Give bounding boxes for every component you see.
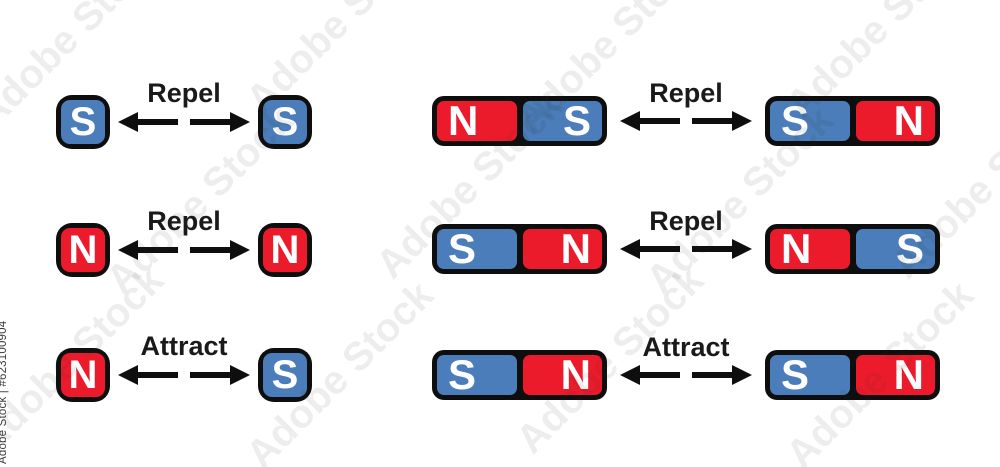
interaction-area: Repel — [607, 80, 765, 146]
magnet-face: S — [263, 100, 307, 144]
pole-letter: N — [893, 97, 924, 144]
interaction-area: Attract — [607, 334, 765, 400]
interaction-label: Repel — [147, 206, 221, 236]
pole-letter: N — [893, 351, 924, 398]
force-arrows — [620, 238, 752, 260]
magnet-face: N — [263, 228, 307, 272]
row-bars-repel-1: N S Repel S N — [432, 80, 940, 146]
force-arrows — [118, 111, 250, 133]
arrow-right-icon — [190, 365, 250, 385]
interaction-area: Repel — [110, 208, 258, 277]
square-magnet: S — [258, 348, 312, 402]
square-magnet: N — [258, 223, 312, 277]
pole-letter: N — [560, 225, 591, 272]
magnet-pole-half: S — [437, 351, 517, 398]
magnet-pole-half: S — [522, 97, 602, 144]
bar-magnet: S N — [765, 350, 940, 400]
magnet-pole-half: N — [855, 351, 935, 398]
magnet-pole-half: N — [770, 225, 850, 272]
square-magnet: N — [56, 223, 110, 277]
pole-letter: S — [562, 97, 591, 144]
arrow-right-icon — [692, 239, 752, 259]
magnet-pole-half: S — [770, 97, 850, 144]
pole-letter: S — [448, 351, 477, 398]
magnet-pole-half: N — [522, 225, 602, 272]
force-arrows — [118, 364, 250, 386]
magnet-face: N — [61, 228, 105, 272]
bar-magnet: S N — [432, 224, 607, 274]
magnet-face: S — [263, 353, 307, 397]
arrow-left-icon — [620, 365, 680, 385]
pole-letter: S — [271, 353, 299, 397]
interaction-label: Repel — [147, 78, 221, 108]
pole-letter: S — [895, 225, 924, 272]
square-magnet: N — [56, 348, 110, 402]
bar-magnet: N S — [432, 96, 607, 146]
interaction-label: Repel — [649, 78, 723, 108]
stock-credit-text: Adobe Stock | #623100904 — [0, 320, 9, 464]
bar-magnet: N S — [765, 224, 940, 274]
row-bars-attract: S N Attract S N — [432, 334, 940, 400]
row-squares-attract-ns: N Attract S — [56, 333, 312, 402]
arrow-left-icon — [118, 112, 178, 132]
arrow-right-icon — [692, 365, 752, 385]
magnet-pole-half: S — [855, 225, 935, 272]
pole-letter: N — [448, 97, 479, 144]
interaction-area: Repel — [110, 80, 258, 149]
force-arrows — [620, 110, 752, 132]
magnet-pole-half: S — [437, 225, 517, 272]
force-arrows — [620, 364, 752, 386]
pole-letter: S — [781, 97, 810, 144]
pole-letter: S — [781, 351, 810, 398]
square-magnet: S — [258, 95, 312, 149]
bar-magnet: S N — [432, 350, 607, 400]
square-magnet: S — [56, 95, 110, 149]
pole-letter: N — [68, 353, 98, 397]
pole-letter: N — [270, 228, 300, 272]
arrow-left-icon — [118, 365, 178, 385]
row-squares-repel-ss: S Repel S — [56, 80, 312, 149]
force-arrows — [118, 239, 250, 261]
magnet-pole-half: N — [437, 97, 517, 144]
interaction-area: Attract — [110, 333, 258, 402]
pole-letter: N — [781, 225, 812, 272]
pole-letter: N — [68, 228, 98, 272]
magnet-face: N — [61, 353, 105, 397]
interaction-label: Attract — [140, 331, 228, 361]
row-bars-repel-2: S N Repel N S — [432, 208, 940, 274]
magnet-pole-half: N — [522, 351, 602, 398]
interaction-label: Repel — [649, 206, 723, 236]
magnet-pole-half: N — [855, 97, 935, 144]
arrow-right-icon — [692, 111, 752, 131]
magnet-face: S — [61, 100, 105, 144]
pole-letter: S — [271, 100, 299, 144]
arrow-left-icon — [620, 239, 680, 259]
pole-letter: S — [448, 225, 477, 272]
row-squares-repel-nn: N Repel N — [56, 208, 312, 277]
pole-letter: S — [69, 100, 97, 144]
interaction-label: Attract — [642, 332, 730, 362]
interaction-area: Repel — [607, 208, 765, 274]
arrow-left-icon — [620, 111, 680, 131]
arrow-right-icon — [190, 112, 250, 132]
arrow-left-icon — [118, 240, 178, 260]
pole-letter: N — [560, 351, 591, 398]
magnet-pole-half: S — [770, 351, 850, 398]
bar-magnet: S N — [765, 96, 940, 146]
arrow-right-icon — [190, 240, 250, 260]
